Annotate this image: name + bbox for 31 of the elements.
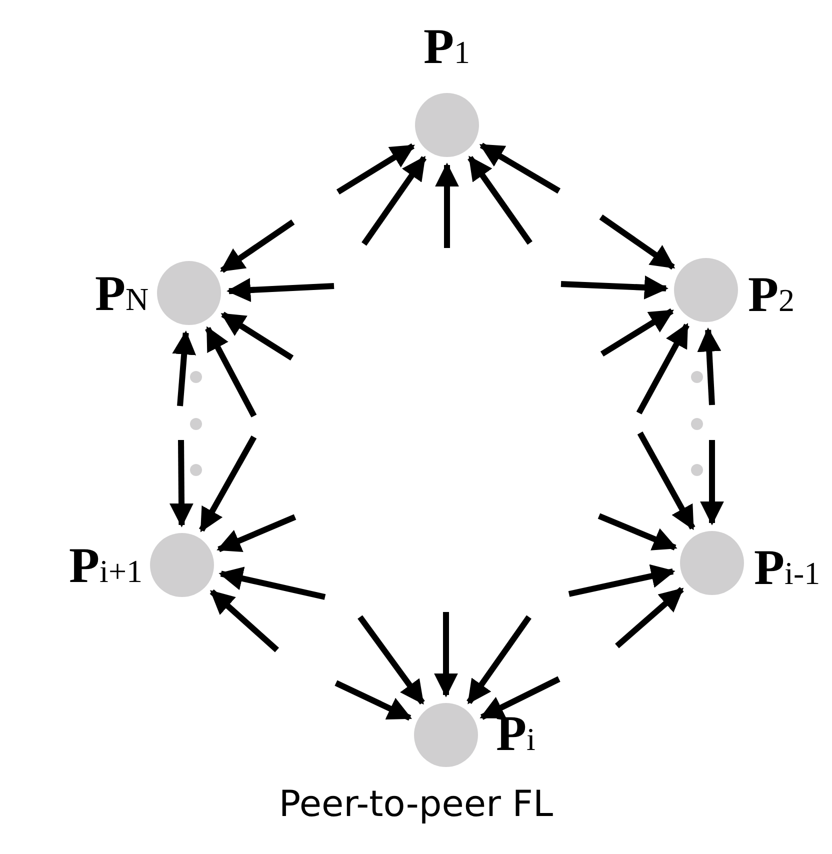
arrow [170,440,194,528]
arrow [362,156,427,246]
arrow [334,680,412,721]
arrow [479,142,561,194]
arrow [466,615,532,704]
arrow [220,220,295,273]
arrow [598,513,678,550]
arrow [600,308,674,357]
arrow [636,323,690,414]
arrow [218,566,326,600]
arrow [220,312,294,361]
arrow [199,436,257,532]
arrow [700,440,724,526]
arrow [615,587,684,648]
arrow [560,275,668,300]
arrow [434,612,458,698]
arrow [697,328,722,406]
arrow [480,676,560,720]
caption: Peer-to-peer FL [278,783,554,826]
arrow [205,326,257,418]
arrow [226,278,334,302]
arrow [435,162,459,248]
arrow [210,589,279,652]
arrow [358,615,425,705]
arrow [216,514,296,552]
arrow [637,432,696,530]
arrow [599,214,676,270]
arrow [468,156,532,245]
arrow [568,564,676,597]
arrow [336,143,415,195]
arrow [172,330,196,406]
